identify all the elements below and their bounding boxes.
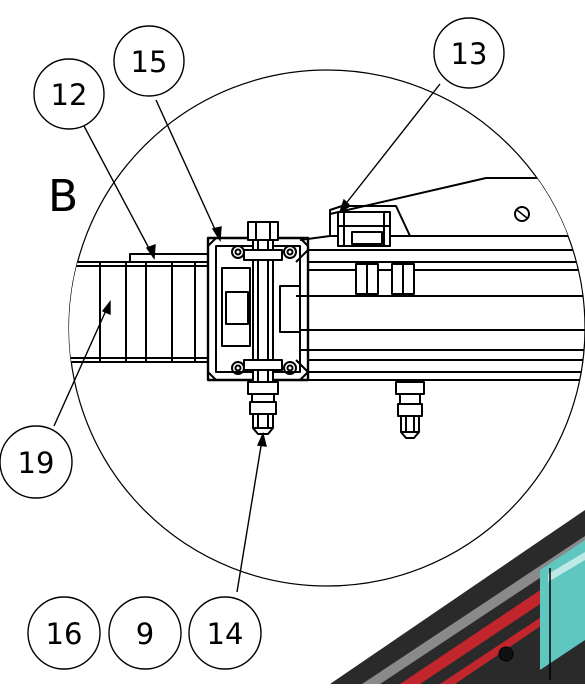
clamp-strip: [129, 253, 217, 263]
callout-16: 16: [27, 596, 101, 670]
assembly-drawing: [69, 177, 585, 439]
callout-12: 12: [33, 58, 105, 130]
callout-19: 19: [0, 425, 73, 499]
rail-beam: [295, 249, 585, 381]
leader-lines: [53, 83, 441, 593]
lower-nut: [395, 381, 425, 439]
svg-text:15: 15: [131, 45, 168, 79]
callout-14: 14: [188, 596, 262, 670]
rail-render-fragment: [330, 510, 585, 684]
svg-text:12: 12: [51, 78, 88, 112]
svg-text:13: 13: [451, 37, 488, 71]
callout-9: 9: [108, 596, 182, 670]
svg-text:9: 9: [136, 617, 154, 651]
view-label: B: [48, 171, 78, 222]
callout-15: 15: [113, 25, 185, 97]
top-bracket: [299, 177, 585, 247]
svg-text:14: 14: [207, 617, 244, 651]
svg-text:19: 19: [18, 446, 55, 480]
callout-13: 13: [433, 17, 505, 89]
svg-text:16: 16: [46, 617, 83, 651]
through-bolt: [243, 221, 283, 435]
plate-stack: [69, 261, 214, 363]
